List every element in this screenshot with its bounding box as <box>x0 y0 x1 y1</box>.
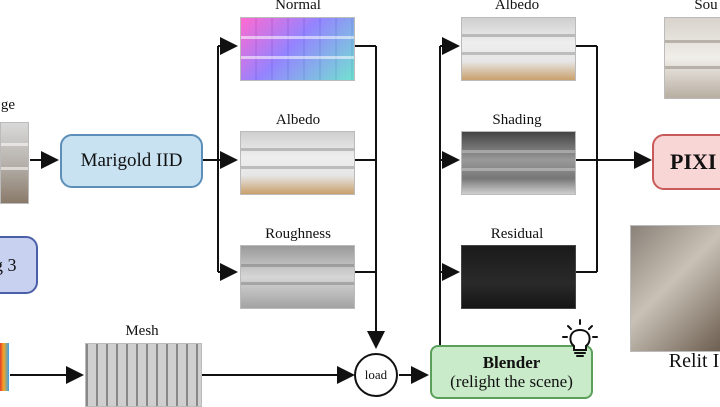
mesh-thumbnail <box>85 343 202 407</box>
albedo-map-thumbnail-left <box>240 131 355 195</box>
left-model-box: g 3 <box>0 236 38 294</box>
depth-map-thumbnail <box>0 343 9 391</box>
albedo-map-thumbnail-right <box>461 17 576 81</box>
marigold-iid-label: Marigold IID <box>80 150 183 171</box>
relit-image-thumbnail <box>630 225 720 352</box>
source-image-thumbnail <box>664 17 720 99</box>
normal-label: Normal <box>275 0 321 13</box>
left-model-label: g 3 <box>0 254 17 275</box>
albedo-label-right: Albedo <box>494 0 540 13</box>
residual-label: Residual <box>490 226 544 242</box>
pixel-model-label: PIXI <box>670 149 717 174</box>
roughness-label: Roughness <box>265 226 331 242</box>
shading-map-thumbnail <box>461 131 576 195</box>
roughness-map-thumbnail <box>240 245 355 309</box>
relit-label: Relit I <box>668 350 720 372</box>
marigold-iid-box: Marigold IID <box>60 134 203 188</box>
load-node: load <box>354 353 398 397</box>
blender-subtitle: (relight the scene) <box>450 371 573 391</box>
lightbulb-icon <box>562 319 598 357</box>
blender-title: Blender <box>482 352 541 372</box>
mesh-label: Mesh <box>125 323 159 339</box>
blender-box: Blender (relight the scene) <box>430 345 593 399</box>
pixel-model-box: PIXI <box>652 134 720 190</box>
albedo-label-left: Albedo <box>275 112 321 128</box>
input-image-label: ge <box>0 97 16 113</box>
residual-map-thumbnail <box>461 245 576 309</box>
source-label: Sou <box>694 0 718 13</box>
input-image-thumbnail <box>0 122 29 204</box>
normal-map-thumbnail <box>240 17 355 81</box>
load-label: load <box>364 367 388 382</box>
shading-label: Shading <box>492 112 542 128</box>
